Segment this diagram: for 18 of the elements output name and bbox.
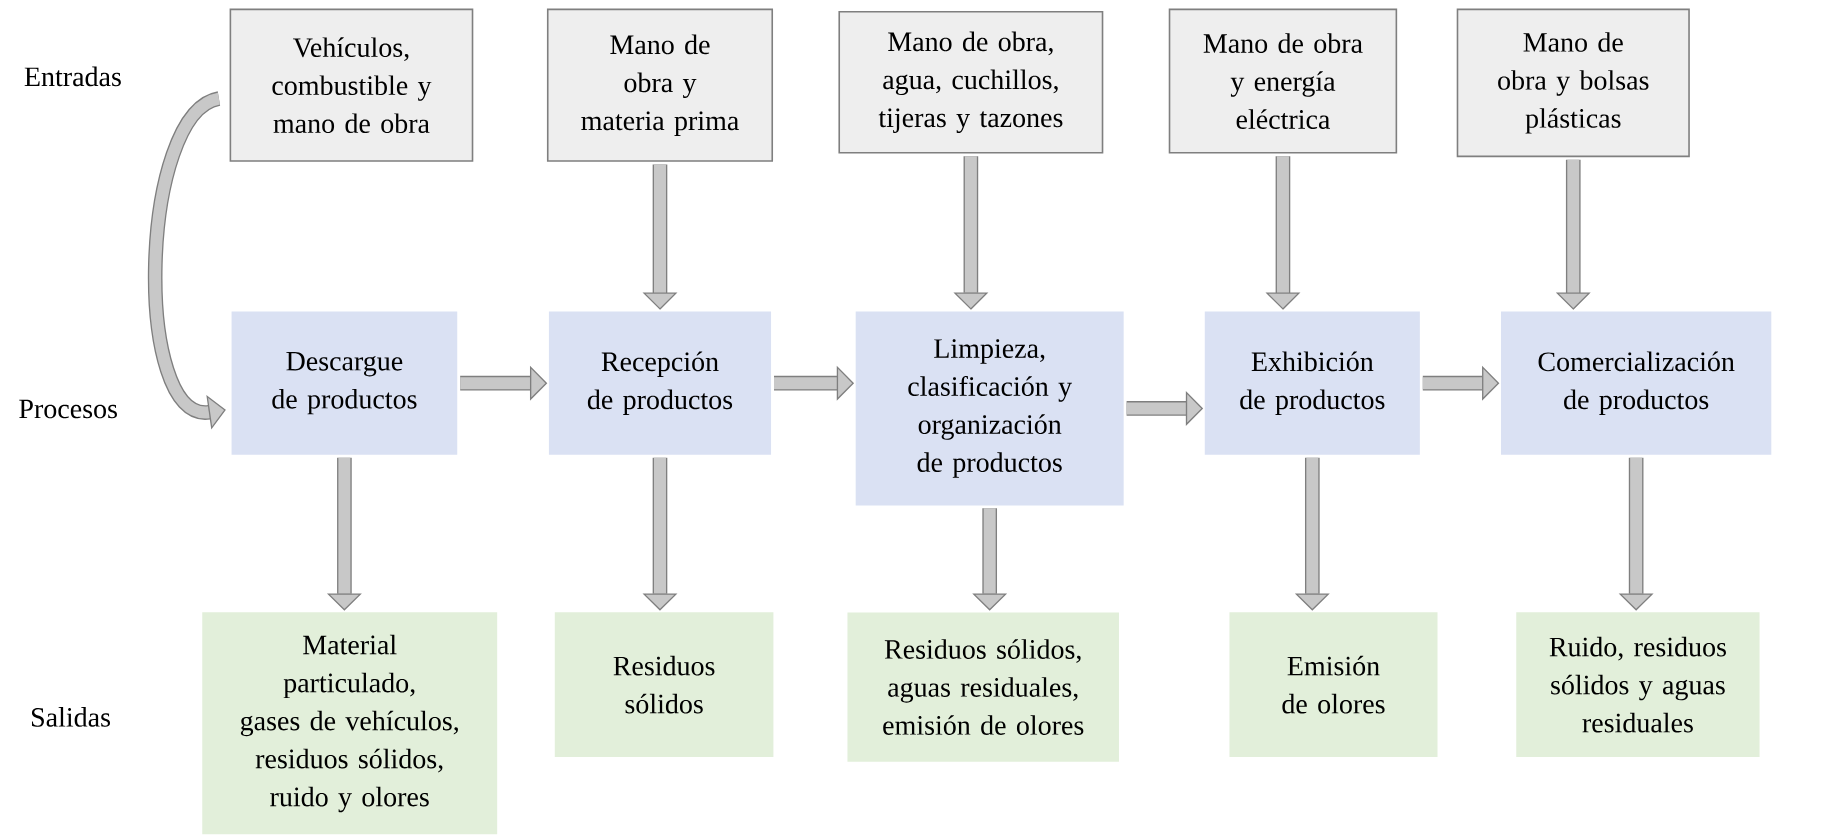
output-box: Material particulado, gases de vehículos, residuos sólidos, ruido y olores: [202, 612, 498, 835]
input-box: Mano de obra y energía eléctrica: [1168, 8, 1398, 154]
input-box: Vehículos, combustible y mano de obra: [229, 8, 474, 163]
process-box: Recepción de productos: [548, 311, 772, 456]
output-box: Emisión de olores: [1229, 612, 1438, 758]
process-box: Descargue de productos: [231, 311, 458, 456]
output-box: Ruido, residuos sólidos y aguas residuales: [1516, 612, 1760, 758]
output-box: Residuos sólidos, aguas residuales, emisión de olores: [847, 612, 1119, 762]
process-box: Comercialización de productos: [1501, 311, 1772, 456]
row-label: Salidas: [31, 707, 110, 728]
input-box: Mano de obra, agua, cuchillos, tijeras y tazones: [838, 11, 1104, 154]
input-box: Mano de obra y bolsas plásticas: [1456, 8, 1690, 158]
process-box: Exhibición de productos: [1204, 311, 1420, 456]
row-label: Procesos: [19, 399, 117, 419]
output-box: Residuos sólidos: [554, 612, 774, 758]
row-label: Entradas: [24, 66, 121, 87]
input-box: Mano de obra y materia prima: [546, 8, 774, 163]
process-box: Limpieza, clasificación y organización de productos: [855, 311, 1124, 506]
